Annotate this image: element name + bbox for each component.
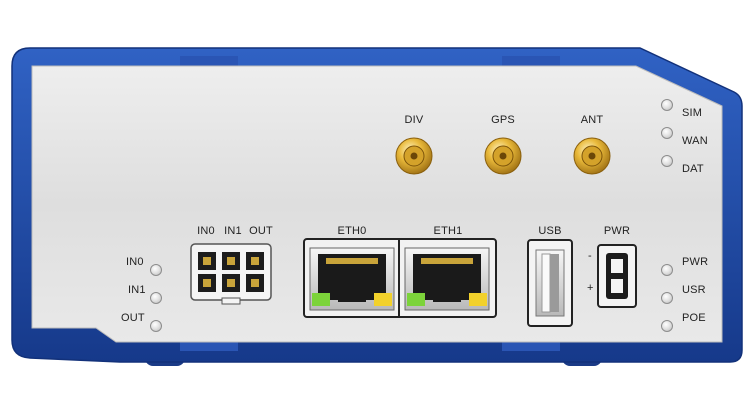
eth0-link-led <box>312 293 330 306</box>
antenna-connector-div[interactable] <box>395 137 433 175</box>
io-connector-label-in0: IN0 <box>197 225 215 237</box>
frame-tabs <box>180 56 560 351</box>
eth1-activity-led <box>469 293 487 306</box>
antenna-label-ant: ANT <box>580 114 604 126</box>
usr-led <box>661 292 673 304</box>
pwr-port-label: PWR <box>603 225 631 237</box>
poe-led-label: POE <box>682 312 706 324</box>
out-led <box>150 320 162 332</box>
eth1-label: ETH1 <box>433 225 463 237</box>
usb-label: USB <box>538 225 562 237</box>
sim-led <box>661 99 673 111</box>
dat-led-label: DAT <box>682 163 704 175</box>
in1-led-label: IN1 <box>128 284 146 296</box>
pwr-plus-label: + <box>587 282 594 294</box>
wan-led-label: WAN <box>682 135 708 147</box>
eth0-port[interactable] <box>309 247 395 311</box>
power-connector[interactable] <box>597 244 637 308</box>
dat-led <box>661 155 673 167</box>
eth1-link-led <box>407 293 425 306</box>
in0-led-label: IN0 <box>126 256 144 268</box>
poe-led <box>661 320 673 332</box>
antenna-label-div: DIV <box>404 114 424 126</box>
out-led-label: OUT <box>121 312 145 324</box>
antenna-connector-gps[interactable] <box>484 137 522 175</box>
io-terminal-connector[interactable] <box>190 243 272 305</box>
antenna-label-gps: GPS <box>491 114 515 126</box>
eth1-port[interactable] <box>404 247 490 311</box>
io-connector-label-out: OUT <box>249 225 273 237</box>
usb-port[interactable] <box>527 239 573 327</box>
in0-led <box>150 264 162 276</box>
sim-led-label: SIM <box>682 107 703 119</box>
eth0-label: ETH0 <box>337 225 367 237</box>
io-connector-label-in1: IN1 <box>224 225 242 237</box>
pwr-led <box>661 264 673 276</box>
wan-led <box>661 127 673 139</box>
pwr-led-label: PWR <box>682 256 709 268</box>
pwr-minus-label: - <box>588 250 592 262</box>
eth0-activity-led <box>374 293 392 306</box>
usr-led-label: USR <box>682 284 706 296</box>
antenna-connector-ant[interactable] <box>573 137 611 175</box>
in1-led <box>150 292 162 304</box>
